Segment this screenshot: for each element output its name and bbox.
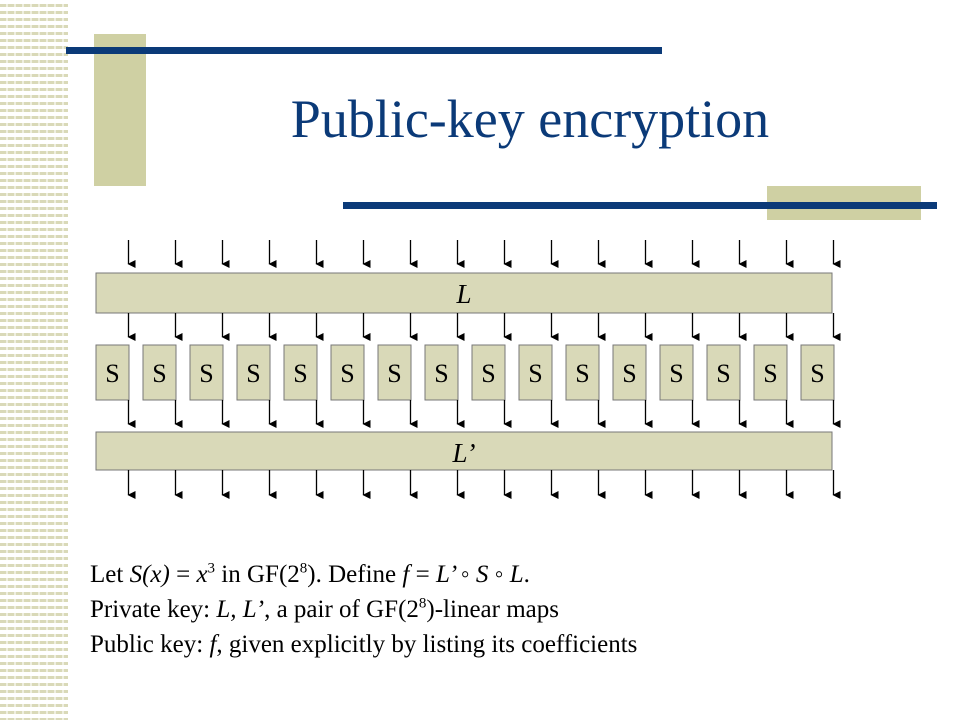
s-to-lprime-arrows xyxy=(127,400,841,428)
sbox xyxy=(471,344,506,401)
sbox-label: S xyxy=(528,359,542,388)
navy-line-top xyxy=(66,47,662,54)
sbox-label: S xyxy=(434,359,448,388)
private-key-line: Private key: L, L’, a pair of GF(28)-lin… xyxy=(90,595,559,623)
sbox xyxy=(236,344,271,401)
sbox-label: S xyxy=(716,359,730,388)
sbox-label: S xyxy=(246,359,260,388)
l-to-s-arrows xyxy=(127,313,841,341)
sbox xyxy=(659,344,694,401)
sbox xyxy=(330,344,365,401)
sbox xyxy=(283,344,318,401)
sbox-label: S xyxy=(575,359,589,388)
sbox-label: S xyxy=(387,359,401,388)
sbox xyxy=(95,344,130,401)
sbox-label: S xyxy=(293,359,307,388)
sbox xyxy=(377,344,412,401)
sbox-label: S xyxy=(763,359,777,388)
sbox-label: S xyxy=(105,359,119,388)
description-text: Let S(x) = x3 in GF(28). Define f = L’ ◦… xyxy=(90,557,637,662)
sbox xyxy=(189,344,224,401)
sbox xyxy=(142,344,177,401)
sbox xyxy=(518,344,553,401)
sbox xyxy=(565,344,600,401)
left-stripe-decoration xyxy=(0,0,68,720)
sbox-label: S xyxy=(340,359,354,388)
sbox-label: S xyxy=(199,359,213,388)
sbox-label: S xyxy=(810,359,824,388)
linear-map-l-box xyxy=(95,272,833,314)
public-key-line: Public key: f, given explicitly by listi… xyxy=(90,631,638,658)
linear-map-lprime-box xyxy=(95,431,833,471)
sbox xyxy=(424,344,459,401)
sbox-label: S xyxy=(481,359,495,388)
sbox-label: S xyxy=(622,359,636,388)
sbox xyxy=(753,344,788,401)
output-arrows xyxy=(127,470,841,499)
sbox xyxy=(612,344,647,401)
sbox xyxy=(800,344,835,401)
navy-line-right xyxy=(343,202,937,209)
input-arrows xyxy=(127,240,841,268)
sbox-label: S xyxy=(152,359,166,388)
slide-title: Public-key encryption xyxy=(290,89,770,149)
olive-block-top xyxy=(94,34,146,186)
sbox-label: S xyxy=(669,359,683,388)
linear-map-l-label: L xyxy=(455,279,471,309)
definition-line: Let S(x) = x3 in GF(28). Define f = L’ ◦… xyxy=(90,560,530,588)
linear-map-lprime-label: L’ xyxy=(451,438,475,468)
sbox xyxy=(706,344,741,401)
